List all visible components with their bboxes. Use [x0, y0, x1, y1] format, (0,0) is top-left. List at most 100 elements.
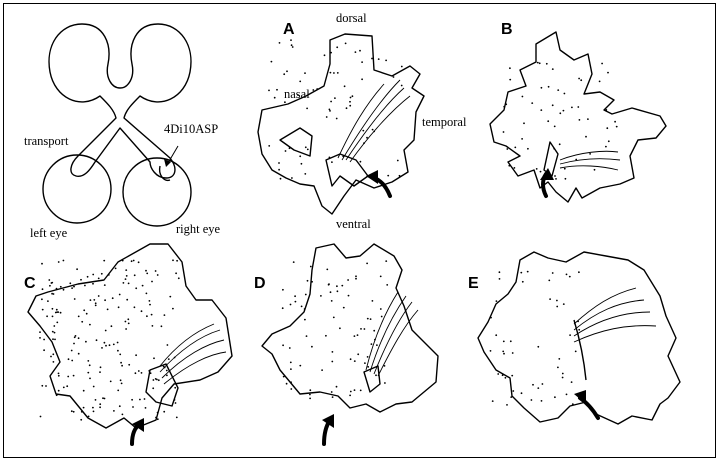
cell-dot [125, 275, 128, 277]
cell-dot [561, 372, 564, 375]
cell-dot [97, 295, 100, 297]
retina-d [261, 243, 439, 446]
cell-dot [309, 397, 311, 400]
cell-dot [85, 340, 87, 343]
cell-dot [332, 316, 335, 319]
cell-dot [304, 173, 307, 175]
cell-dot [282, 288, 284, 291]
cell-dot [70, 349, 73, 352]
cell-dot [172, 307, 174, 310]
cell-dot [556, 305, 559, 308]
cell-dot [176, 259, 179, 262]
cell-dot [336, 72, 339, 74]
cell-dot [574, 350, 577, 353]
cell-dot [353, 360, 356, 362]
cell-dot [133, 274, 136, 277]
cell-dot [304, 293, 307, 296]
cell-dot [94, 399, 97, 401]
cell-dot [578, 271, 580, 274]
cell-dot [124, 278, 127, 280]
cell-dot [329, 110, 331, 112]
cell-dot [354, 51, 357, 53]
cell-dot [71, 287, 73, 289]
cell-dot [349, 96, 352, 99]
cell-dot [606, 127, 609, 130]
cell-dot [375, 374, 377, 377]
cell-dot [554, 396, 556, 399]
cell-dot [121, 413, 124, 416]
cell-dot [119, 379, 122, 382]
cell-dot [349, 358, 352, 361]
cell-dot [59, 311, 62, 314]
panel-label-e: E [468, 275, 479, 292]
cell-dot [526, 270, 529, 273]
cell-dot [502, 131, 505, 133]
cell-dot [84, 284, 86, 287]
cell-dot [331, 161, 333, 164]
cell-dot [568, 275, 571, 278]
cell-dot [99, 406, 101, 409]
figure-frame [3, 3, 716, 458]
cell-dot [356, 334, 359, 336]
cell-dot [49, 284, 51, 287]
cell-dot [571, 403, 574, 405]
cell-dot [67, 358, 70, 361]
cell-dot [362, 129, 365, 132]
cell-dot [80, 418, 83, 421]
cell-dot [151, 280, 153, 283]
cell-dot [501, 374, 504, 377]
cell-dot [127, 318, 130, 321]
cell-dot [392, 76, 395, 78]
cell-dot [279, 177, 282, 180]
cell-dot [117, 389, 120, 392]
cell-dot [72, 410, 75, 413]
cell-dot [495, 300, 498, 302]
cell-dot [330, 391, 333, 393]
cell-dot [575, 158, 578, 161]
cell-dot [553, 147, 556, 150]
cell-dot [278, 168, 280, 171]
cell-dot [149, 303, 151, 306]
cell-dot [157, 379, 160, 382]
cell-dot [605, 145, 607, 148]
cell-dot [587, 118, 589, 120]
cell-dot [112, 343, 115, 346]
cell-dot [531, 102, 534, 104]
cell-dot [311, 280, 313, 283]
cell-dot [598, 80, 601, 83]
cell-dot [52, 293, 55, 295]
cell-dot [156, 274, 159, 276]
cell-dot [113, 410, 115, 412]
left-eye-circle [42, 154, 112, 224]
panel-label-c: C [24, 275, 36, 292]
cell-dot [349, 100, 351, 103]
cell-dot [539, 170, 542, 173]
cell-dot [92, 385, 95, 388]
cell-dot [101, 347, 103, 349]
cell-dot [175, 416, 178, 419]
cell-dot [383, 365, 386, 367]
cell-dot [111, 297, 114, 300]
cell-dot [50, 282, 53, 284]
cell-dot [593, 168, 596, 171]
cell-dot [162, 365, 165, 368]
cell-dot [41, 262, 43, 265]
cell-dot [57, 374, 60, 377]
cell-dot [278, 162, 280, 164]
cell-dot [556, 299, 558, 302]
cell-dot [132, 259, 135, 262]
cell-dot [334, 97, 336, 99]
cell-dot [303, 308, 306, 310]
cell-dot [379, 275, 382, 278]
cell-dot [150, 313, 153, 316]
cell-dot [336, 290, 339, 293]
panel-label-d: D [254, 275, 266, 292]
cell-dot [167, 358, 170, 360]
cell-dot [82, 406, 85, 409]
cell-dot [580, 79, 583, 82]
cell-dot [268, 145, 271, 147]
cell-dot [336, 285, 338, 288]
cell-dot [366, 317, 369, 320]
cell-dot [304, 72, 306, 74]
cell-dot [73, 336, 76, 339]
